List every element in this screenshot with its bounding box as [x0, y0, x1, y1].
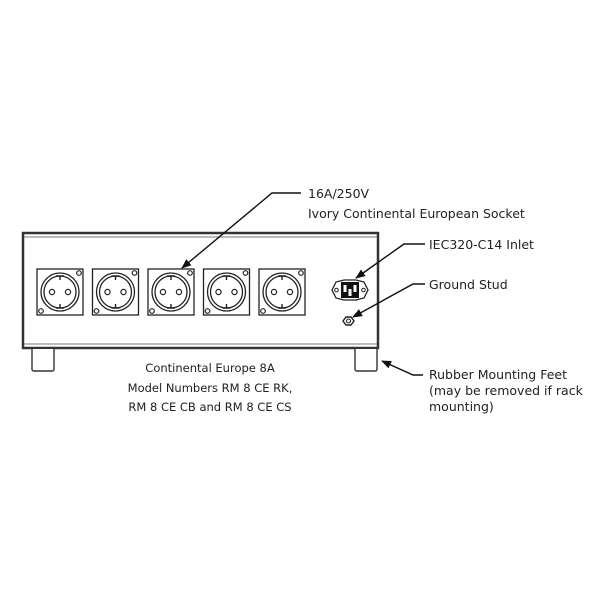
- leader-ground: [352, 283, 425, 318]
- ground-stud-label: Ground Stud: [429, 277, 508, 292]
- caption-line3: RM 8 CE CB and RM 8 CE CS: [128, 400, 292, 414]
- schuko-socket-icon: [202, 268, 251, 316]
- inlet-label: IEC320-C14 Inlet: [429, 237, 534, 252]
- schuko-socket-icon: [258, 268, 306, 316]
- socket-type-label: Ivory Continental European Socket: [308, 206, 525, 221]
- rubber-foot-right: [354, 349, 378, 372]
- feet-label-line3: mounting): [429, 399, 494, 414]
- leader-inlet: [355, 243, 425, 279]
- feet-label-line2: (may be removed if rack: [429, 383, 583, 398]
- feet-label-line1: Rubber Mounting Feet: [429, 367, 567, 382]
- schuko-socket-icon: [91, 268, 140, 316]
- ground-stud-icon: [342, 316, 355, 326]
- socket-row: [36, 268, 306, 316]
- leader-socket: [181, 192, 301, 269]
- caption-line2: Model Numbers RM 8 CE RK,: [127, 381, 293, 395]
- schuko-socket-icon: [147, 268, 195, 316]
- iec-inlet-icon: [331, 279, 369, 301]
- caption-line1: Continental Europe 8A: [145, 361, 275, 375]
- schuko-socket-icon: [36, 268, 84, 316]
- leader-feet: [381, 360, 423, 376]
- rubber-foot-left: [31, 349, 55, 372]
- socket-rating-label: 16A/250V: [308, 186, 370, 201]
